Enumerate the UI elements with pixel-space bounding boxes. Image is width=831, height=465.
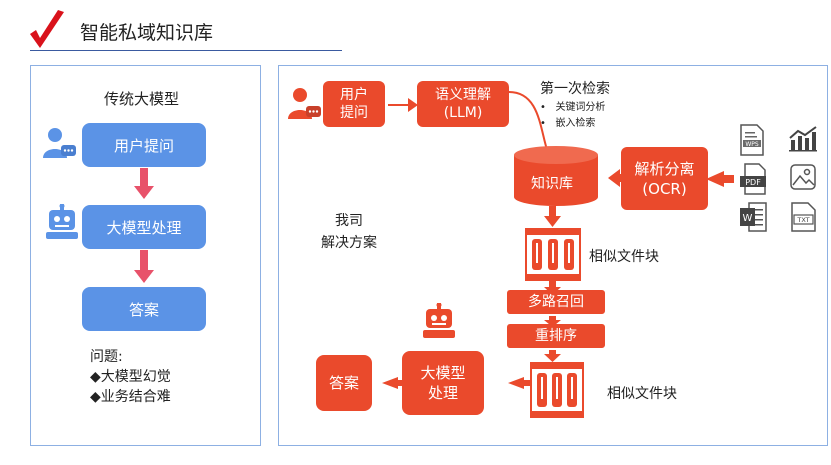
svg-text:PDF: PDF <box>745 178 761 187</box>
robot-icon <box>423 303 455 338</box>
knowledge-base-label: 知识库 <box>531 176 573 192</box>
rerank-box: 重排序 <box>507 324 605 348</box>
image-file-icon <box>790 164 816 190</box>
solution-label-line1: 我司 <box>335 213 363 229</box>
traditional-llm-heading: 传统大模型 <box>104 90 180 108</box>
user-question-step: 用户提问 <box>82 123 206 167</box>
svg-text:W: W <box>743 213 753 224</box>
word-file-icon: W <box>740 202 767 232</box>
logo-check-icon <box>30 10 64 48</box>
solution-label-line2: 解决方案 <box>321 235 377 251</box>
chart-file-icon <box>789 126 817 152</box>
similar-chunks-icon <box>530 362 584 418</box>
parse-line1: 解析分离 <box>634 159 695 178</box>
multi-recall-box: 多路召回 <box>507 290 605 314</box>
similar-chunks-icon <box>525 228 581 281</box>
user-question-line2: 提问 <box>340 105 368 121</box>
semantic-understanding-box: 语义理解 (LLM) <box>417 81 509 127</box>
user-question-box: 用户 提问 <box>323 81 385 127</box>
similar-chunks-label-1: 相似文件块 <box>589 249 659 265</box>
page-title: 智能私域知识库 <box>80 22 214 44</box>
pdf-file-icon: PDF <box>740 163 766 195</box>
llm-line1: 大模型 <box>420 364 466 382</box>
first-search-label: 第一次检索 <box>540 81 610 97</box>
user-question-line1: 用户 <box>340 87 368 103</box>
answer-box: 答案 <box>316 355 372 411</box>
issue-hallucination: ◆大模型幻觉 <box>90 369 171 385</box>
parse-ocr-box: 解析分离 (OCR) <box>621 147 708 210</box>
bullet-embedding-text: 嵌入检索 <box>555 118 596 129</box>
issues-title: 问题: <box>90 349 123 365</box>
semantic-line2: (LLM) <box>443 105 483 121</box>
flow-arrows <box>382 91 734 389</box>
bullet-keyword-text: 关键词分析 <box>555 102 606 113</box>
down-arrow-icon <box>134 250 154 283</box>
similar-chunks-label-2: 相似文件块 <box>607 386 677 402</box>
txt-file-icon: TXT <box>791 202 816 232</box>
svg-text:WPS: WPS <box>745 141 759 148</box>
parse-line2: (OCR) <box>642 179 687 198</box>
issue-business: ◆业务结合难 <box>90 389 171 405</box>
user-icon <box>288 88 321 119</box>
user-icon <box>43 128 76 158</box>
llm-process-box: 大模型 处理 <box>402 351 484 415</box>
llm-process-step: 大模型处理 <box>82 205 206 249</box>
bullet-keyword-analysis: • 关键词分析 <box>540 102 606 113</box>
semantic-line1: 语义理解 <box>435 87 491 103</box>
wps-file-icon: WPS <box>740 124 764 156</box>
llm-line2: 处理 <box>427 384 458 402</box>
title-underline <box>30 50 342 51</box>
bullet-embedding-search: • 嵌入检索 <box>540 118 596 129</box>
robot-icon <box>46 204 78 239</box>
knowledge-base-cylinder <box>514 146 598 206</box>
down-arrow-icon <box>134 168 154 199</box>
svg-text:TXT: TXT <box>796 216 809 224</box>
answer-step: 答案 <box>82 287 206 331</box>
